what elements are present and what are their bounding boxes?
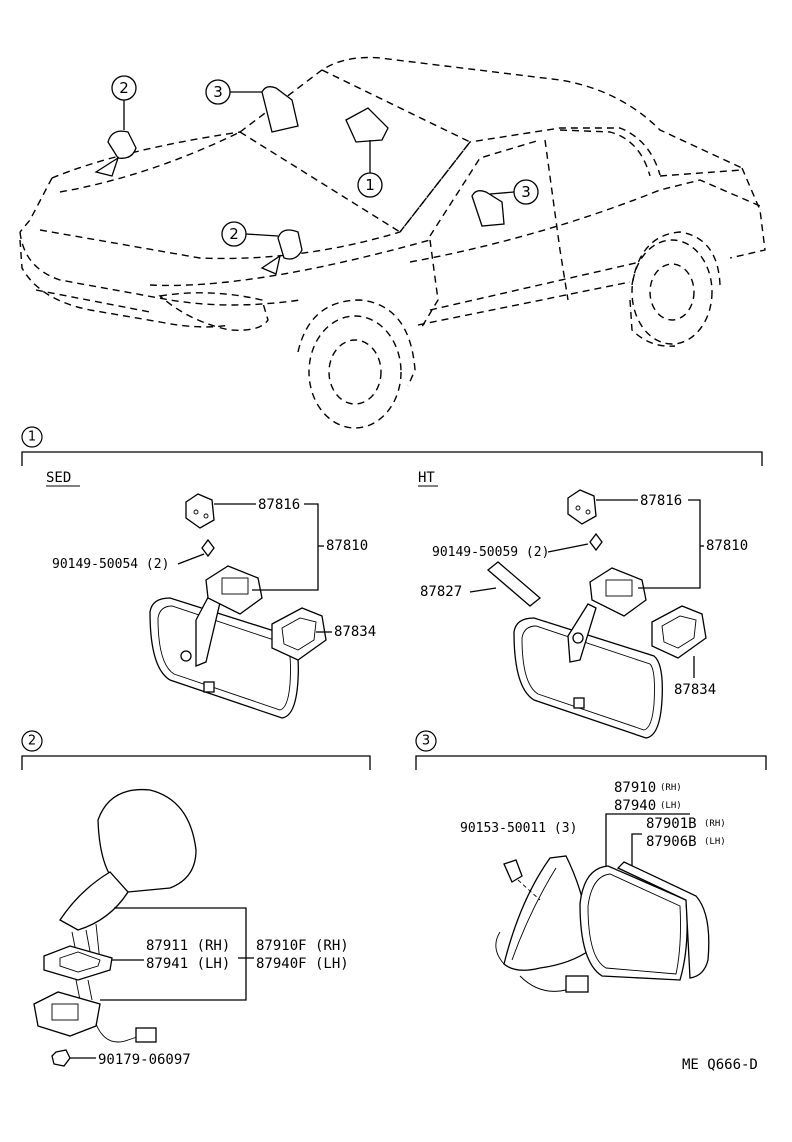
ht-87834-label: 87834 bbox=[674, 682, 716, 698]
door-87901b-label: 87901B bbox=[646, 816, 697, 832]
sed-87816-label: 87816 bbox=[258, 497, 300, 513]
svg-text:3: 3 bbox=[521, 183, 531, 201]
sed-inner-mirror bbox=[149, 493, 327, 719]
outer-87911-rh-label: 87911 (RH) bbox=[146, 938, 230, 954]
ht-label: HT bbox=[418, 470, 435, 486]
ht-87827-label: 87827 bbox=[420, 584, 462, 600]
svg-text:2: 2 bbox=[119, 79, 129, 97]
svg-text:(RH): (RH) bbox=[704, 819, 726, 829]
door-mirror-assembly bbox=[495, 855, 710, 993]
drawing-code: ME Q666-D bbox=[682, 1057, 758, 1073]
sed-screw-label: 90149-50054 (2) bbox=[52, 557, 169, 572]
ht-87816-label: 87816 bbox=[640, 493, 682, 509]
outer-mirror-assembly bbox=[33, 788, 197, 1067]
ht-inner-mirror bbox=[486, 489, 707, 739]
callout-3-upper: 3 bbox=[205, 79, 262, 105]
svg-text:2: 2 bbox=[28, 734, 36, 749]
section-1: 1 SED HT 87816 87810 90149-50054 (2) bbox=[21, 426, 763, 739]
callout-1-car: 1 bbox=[357, 140, 383, 198]
svg-text:1: 1 bbox=[365, 176, 375, 194]
callout-2-upper: 2 bbox=[111, 75, 137, 130]
sed-87810-label: 87810 bbox=[326, 538, 368, 554]
svg-text:1: 1 bbox=[28, 430, 36, 445]
outer-nut-label: 90179-06097 bbox=[98, 1052, 191, 1068]
outer-87940f-lh-label: 87940F (LH) bbox=[256, 956, 349, 972]
door-screw-label: 90153-50011 (3) bbox=[460, 821, 577, 836]
door-87910-label: 87910 bbox=[614, 780, 656, 796]
ht-screw-label: 90149-50059 (2) bbox=[432, 545, 549, 560]
svg-text:(RH): (RH) bbox=[660, 783, 682, 793]
sed-87834-label: 87834 bbox=[334, 624, 376, 640]
outer-87941-lh-label: 87941 (LH) bbox=[146, 956, 230, 972]
svg-text:(LH): (LH) bbox=[704, 837, 726, 847]
section-2: 2 87911 (RH) 87941 (LH) 87910F (RH) 8794… bbox=[21, 730, 371, 1068]
svg-text:2: 2 bbox=[229, 225, 239, 243]
section-3: 3 90153-50011 (3) 87910 (RH) 87940 (LH) … bbox=[415, 730, 767, 993]
svg-text:3: 3 bbox=[422, 734, 430, 749]
door-87906b-label: 87906B bbox=[646, 834, 697, 850]
callout-3-lower: 3 bbox=[489, 179, 539, 205]
ht-87810-label: 87810 bbox=[706, 538, 748, 554]
car-illustration bbox=[19, 56, 766, 429]
outer-87910f-rh-label: 87910F (RH) bbox=[256, 938, 349, 954]
callout-2-lower: 2 bbox=[221, 221, 279, 247]
svg-text:3: 3 bbox=[213, 83, 223, 101]
sed-label: SED bbox=[46, 470, 71, 486]
svg-text:(LH): (LH) bbox=[660, 801, 682, 811]
door-87940-label: 87940 bbox=[614, 798, 656, 814]
